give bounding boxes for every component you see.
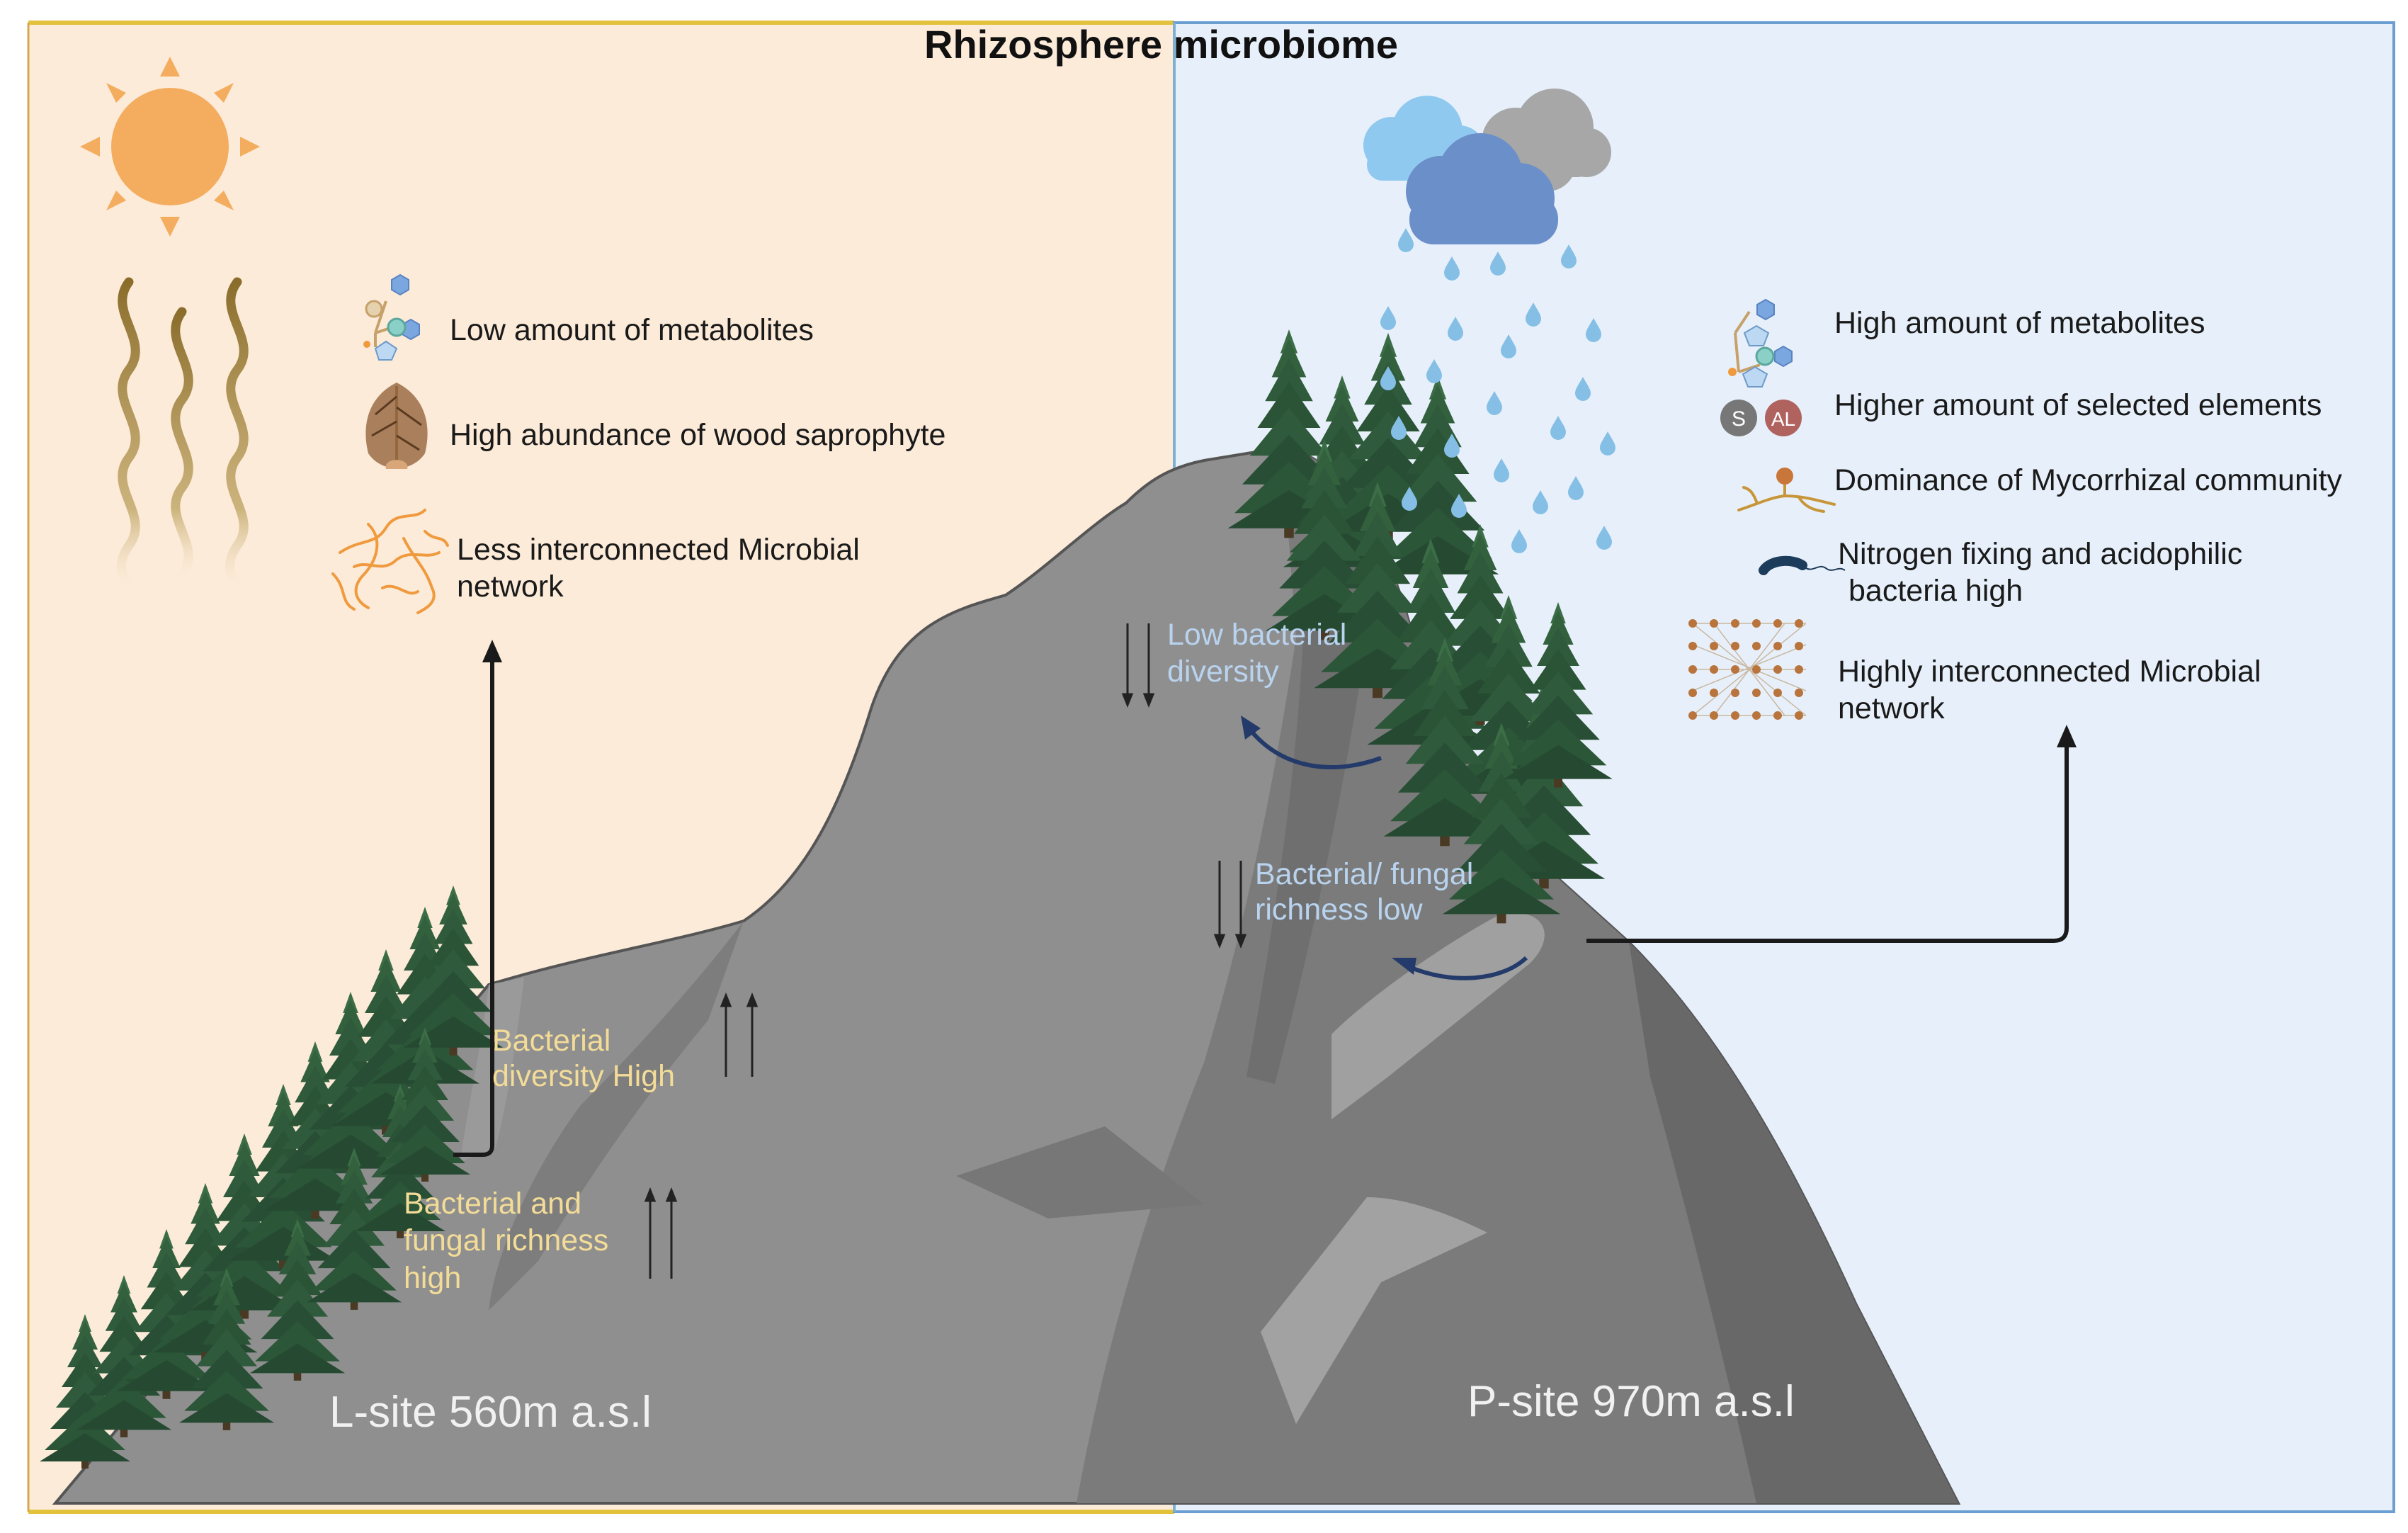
label-richness-high-line1: Bacterial and — [404, 1187, 581, 1221]
label-richness-high-line3: high — [404, 1261, 462, 1295]
arrow-down-icon — [1213, 861, 1247, 949]
label-richness-low-line1: Bacterial/ fungal — [1255, 857, 1474, 891]
site-label-l: L-site 560m a.s.l — [329, 1388, 652, 1437]
arrow-up-icon — [644, 1187, 678, 1279]
cloud-icon — [1363, 89, 1611, 244]
label-richness-high-line2: fungal richness — [404, 1223, 609, 1257]
curved-arrow — [1392, 956, 1528, 980]
legend-low-metabolites: Low amount of metabolites — [450, 313, 814, 347]
microbial-network-icon — [331, 509, 449, 614]
right-connector-arrow — [1586, 725, 2077, 943]
mountain — [52, 446, 1961, 1505]
mycorrhiza-icon — [1737, 468, 1836, 513]
molecule-icon — [363, 274, 420, 361]
legend-nitrogen-line2: bacteria high — [1848, 574, 2023, 608]
curved-arrow — [1241, 715, 1382, 769]
molecule-icon — [1728, 299, 1793, 388]
sun-icon — [80, 57, 260, 237]
left-connector-arrow — [453, 640, 502, 1157]
microbial-network-icon — [1688, 619, 1807, 720]
label-low-bacterial-diversity-line2: diversity — [1167, 655, 1279, 689]
legend-high-network-line1: Highly interconnected Microbial — [1838, 655, 2261, 689]
legend-less-network-line1: Less interconnected Microbial — [457, 533, 860, 567]
legend-nitrogen-line1: Nitrogen fixing and acidophilic — [1838, 537, 2243, 571]
label-bacterial-diversity-high-line1: Bacterial — [492, 1024, 611, 1058]
arrow-down-icon — [1121, 623, 1155, 708]
legend-less-network-line2: network — [457, 570, 564, 604]
arrow-up-icon — [720, 992, 759, 1077]
element-al-label: AL — [1771, 408, 1795, 430]
legend-selected-elements: Higher amount of selected elements — [1834, 388, 2322, 422]
heat-wave-icon — [116, 277, 249, 589]
label-bacterial-diversity-high-line2: diversity High — [492, 1059, 676, 1093]
saprophyte-fungus-icon — [365, 383, 428, 469]
legend-high-network-line2: network — [1838, 691, 1945, 725]
element-s-label: S — [1732, 407, 1746, 431]
diagram-title: Rhizosphere microbiome — [924, 22, 1399, 67]
label-richness-low-line2: richness low — [1255, 893, 1423, 927]
legend-wood-saprophyte: High abundance of wood saprophyte — [450, 418, 946, 452]
site-label-p: P-site 970m a.s.l — [1467, 1377, 1795, 1426]
bacterium-icon — [1759, 555, 1846, 575]
legend-mycorrhizal: Dominance of Mycorrhizal community — [1834, 463, 2342, 497]
legend-high-metabolites: High amount of metabolites — [1834, 306, 2205, 340]
element-icon — [1720, 400, 1802, 436]
label-low-bacterial-diversity-line1: Low bacterial — [1167, 618, 1347, 652]
